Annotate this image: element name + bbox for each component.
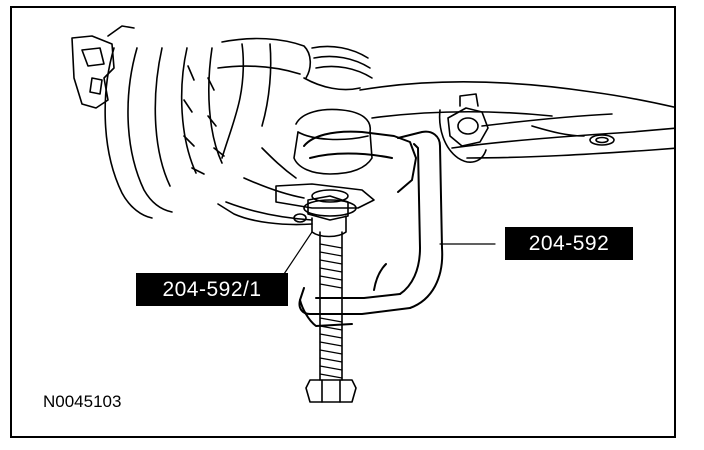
brake-rotor xyxy=(104,47,225,219)
callout-label-tool-204-592: 204-592 xyxy=(505,227,633,260)
arm-bushing-nut xyxy=(438,93,489,163)
figure-frame: 204-592 204-592/1 N0045103 xyxy=(10,6,676,438)
callout-leaders xyxy=(277,231,496,284)
forcing-screw xyxy=(305,195,357,403)
separator-tool-frame xyxy=(298,130,444,327)
brake-caliper xyxy=(71,25,135,109)
callout-label-tool-204-592-1: 204-592/1 xyxy=(136,273,288,306)
lower-control-arm xyxy=(359,81,674,159)
knuckle-lower-arm xyxy=(217,183,375,226)
ball-joint-separator-illustration xyxy=(71,25,674,403)
ball-joint-boss xyxy=(225,108,373,221)
figure-number: N0045103 xyxy=(43,392,122,411)
steering-knuckle xyxy=(217,37,373,159)
